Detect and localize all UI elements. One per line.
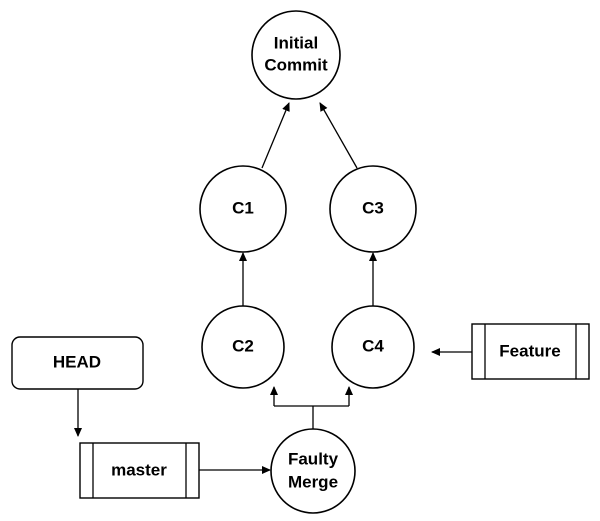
commit-c3-label: C3	[362, 198, 384, 217]
ref-feature-box	[471, 323, 590, 380]
commit-c1: C1	[199, 165, 287, 253]
ref-head: HEAD	[11, 336, 144, 390]
commit-c1-circle	[199, 165, 287, 253]
commit-c2-circle	[201, 305, 285, 389]
commit-c4-label: C4	[362, 336, 384, 355]
commit-faulty-merge-circle	[270, 428, 356, 514]
ref-feature: Feature	[471, 323, 590, 380]
commit-c3: C3	[329, 165, 417, 253]
commit-initial-circle	[251, 10, 341, 100]
commit-c2: C2	[201, 305, 285, 389]
ref-master: master	[79, 442, 200, 499]
commit-c1-label: C1	[232, 198, 254, 217]
edge-c1-to-initial	[261, 102, 290, 169]
commit-initial-label-line1: Initial	[274, 33, 318, 52]
commit-faulty-merge-label-line2: Merge	[288, 472, 338, 491]
ref-master-label: master	[111, 460, 167, 479]
commit-initial: Initial Commit	[251, 10, 341, 100]
commit-c4: C4	[331, 305, 415, 389]
commit-c4-circle	[331, 305, 415, 389]
edge-c3-to-initial	[319, 102, 358, 169]
ref-master-box	[79, 442, 200, 499]
commit-faulty-merge: Faulty Merge	[270, 428, 356, 514]
ref-head-label: HEAD	[53, 352, 101, 371]
ref-head-box	[11, 336, 144, 390]
commit-c2-label: C2	[232, 336, 254, 355]
commit-c3-circle	[329, 165, 417, 253]
commit-initial-label-line2: Commit	[264, 55, 328, 74]
commit-faulty-merge-label-line1: Faulty	[288, 449, 339, 468]
edges	[74, 102, 485, 474]
ref-feature-label: Feature	[499, 341, 560, 360]
